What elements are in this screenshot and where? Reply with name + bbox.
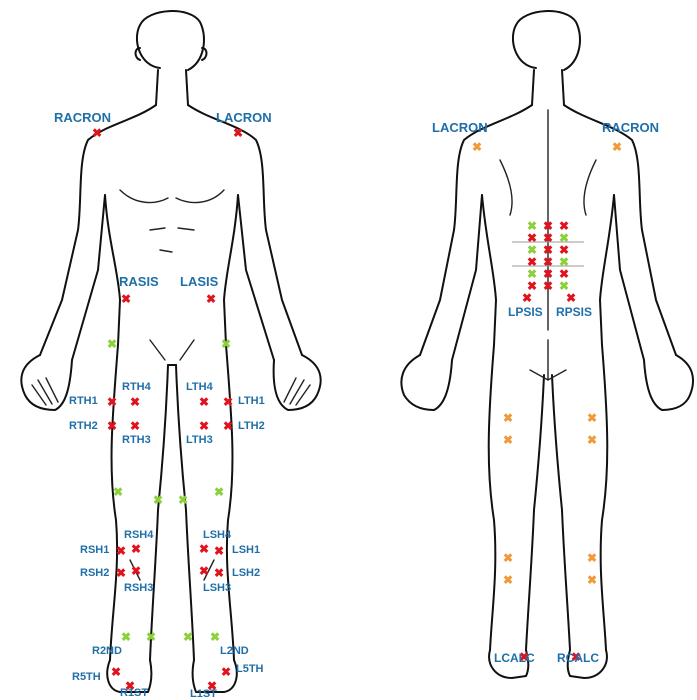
label-r1st: R1ST [120,687,148,699]
marker-red-21: ✖ [214,544,224,558]
label-lsh4: LSH4 [203,529,232,541]
label-back-lacron: LACRON [432,120,488,135]
marker-green-28: ✖ [183,630,193,644]
label-back-racron: RACRON [602,120,659,135]
marker-orange-61: ✖ [587,551,597,565]
label-r5th: R5TH [72,671,101,683]
marker-orange-56: ✖ [503,411,513,425]
marker-green-14: ✖ [113,485,123,499]
marker-green-4: ✖ [107,337,117,351]
marker-orange-63: ✖ [587,573,597,587]
label-lsh1: LSH1 [232,544,260,556]
label-rsh3: RSH3 [124,582,153,594]
marker-red-8: ✖ [199,395,209,409]
marker-red-30: ✖ [111,665,121,679]
label-rcalc: RCALC [557,651,599,665]
label-lasis: LASIS [180,274,219,289]
marker-red-23: ✖ [131,564,141,578]
marker-green-15: ✖ [153,493,163,507]
label-l1st: L1ST [190,688,217,700]
label-rth2: RTH2 [69,420,98,432]
label-l2nd: L2ND [220,645,249,657]
marker-green-17: ✖ [214,485,224,499]
label-rth4: RTH4 [122,381,152,393]
label-l5th: L5TH [236,663,264,675]
marker-green-27: ✖ [146,630,156,644]
marker-red-20: ✖ [199,542,209,556]
label-lth1: LTH1 [238,395,265,407]
marker-red-25: ✖ [214,566,224,580]
label-lth4: LTH4 [186,381,214,393]
marker-red-24: ✖ [199,564,209,578]
marker-red-3: ✖ [206,292,216,306]
label-rasis: RASIS [119,274,159,289]
marker-red-33: ✖ [221,665,231,679]
label-lth3: LTH3 [186,434,213,446]
label-lsh2: LSH2 [232,567,260,579]
label-rth1: RTH1 [69,395,98,407]
marker-red-22: ✖ [116,566,126,580]
label-rpsis: RPSIS [556,305,592,319]
marker-red-9: ✖ [223,395,233,409]
label-lcalc: LCALC [494,651,535,665]
marker-green-5: ✖ [221,337,231,351]
marker-orange-59: ✖ [587,433,597,447]
label-lacron: LACRON [216,110,272,125]
marker-red-55: ✖ [566,291,576,305]
marker-red-6: ✖ [107,395,117,409]
marker-red-18: ✖ [116,544,126,558]
label-r2nd: R2ND [92,645,122,657]
label-racron: RACRON [54,110,111,125]
label-lpsis: LPSIS [508,305,543,319]
label-rsh4: RSH4 [124,529,154,541]
marker-red-10: ✖ [107,419,117,433]
marker-red-7: ✖ [130,395,140,409]
marker-red-0: ✖ [92,126,102,140]
label-lth2: LTH2 [238,420,265,432]
back-labels: LACRON RACRON LPSIS RPSIS LCALC RCALC [432,120,659,665]
marker-red-2: ✖ [121,292,131,306]
marker-orange-62: ✖ [503,573,513,587]
marker-red-11: ✖ [130,419,140,433]
marker-orange-60: ✖ [503,551,513,565]
marker-green-16: ✖ [178,493,188,507]
marker-orange-34: ✖ [472,140,482,154]
marker-green-29: ✖ [210,630,220,644]
label-rth3: RTH3 [122,434,151,446]
marker-red-19: ✖ [131,542,141,556]
label-lsh3: LSH3 [203,582,231,594]
marker-red-54: ✖ [522,291,532,305]
marker-red-1: ✖ [233,126,243,140]
marker-red-52: ✖ [543,279,553,293]
marker-red-12: ✖ [199,419,209,433]
marker-green-26: ✖ [121,630,131,644]
back-body-outline [401,11,693,678]
marker-red-13: ✖ [223,419,233,433]
marker-orange-35: ✖ [612,140,622,154]
marker-orange-58: ✖ [503,433,513,447]
label-rsh2: RSH2 [80,567,109,579]
label-rsh1: RSH1 [80,544,109,556]
marker-orange-57: ✖ [587,411,597,425]
